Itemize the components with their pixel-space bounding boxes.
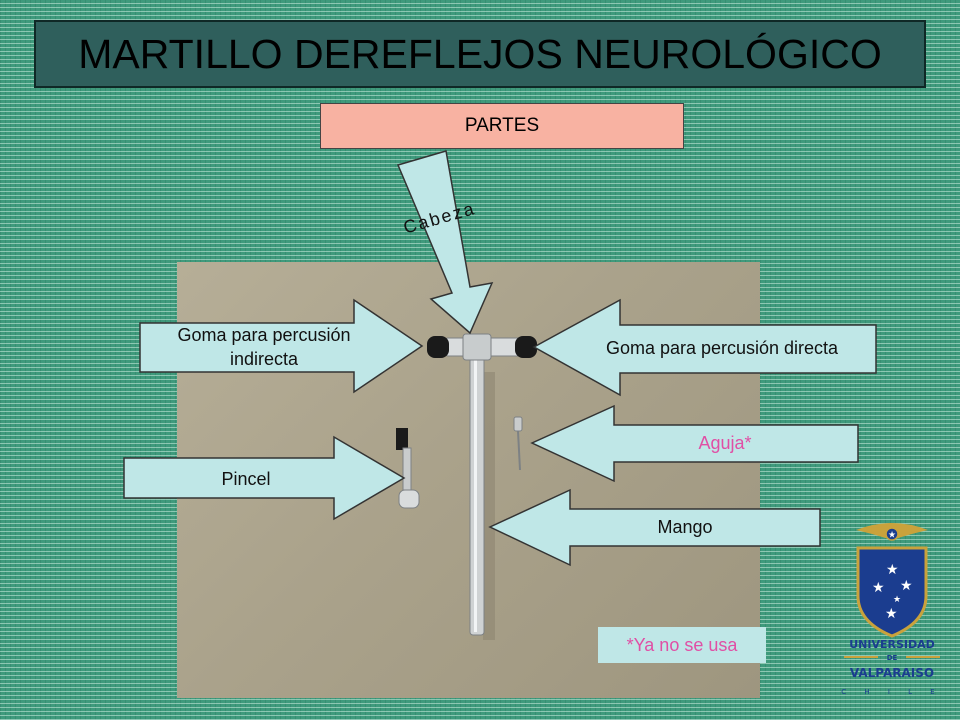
slide-title: MARTILLO DEREFLEJOS NEUROLÓGICO [78,30,882,77]
crest-medallion [885,527,899,541]
crest-star-icon: ★ [888,531,896,541]
hammer-head-center [462,333,492,361]
university-logo: ★ ★ ★ ★ ★ ★ UNIVERSIDAD DE VALPARAISO C … [838,518,946,704]
label-aguja: Aguja* [698,433,752,453]
arrow-goma-directa [532,298,877,397]
footnote: *Ya no se usa [598,627,766,663]
label-goma-indirecta: Goma para percusión indirecta [140,323,388,371]
arrow-pincel [123,435,406,521]
arrow-cabeza [396,150,494,335]
logo-line4: C H I L E [841,688,942,696]
star-icon: ★ [885,606,898,622]
label-mango: Mango [657,517,713,537]
arrow-aguja [530,404,859,483]
star-icon: ★ [893,595,901,605]
arrow-mango [488,488,821,567]
university-logo-graphic: ★ ★ ★ ★ ★ ★ UNIVERSIDAD DE VALPARAISO C … [841,523,942,696]
arrow-goma-indirecta [139,298,424,394]
reflex-hammer-illustration [396,333,537,640]
star-icon: ★ [886,562,899,578]
partes-box: PARTES [320,103,684,149]
label-goma-directa: Goma para percusión directa [605,338,839,358]
brush-cap [398,489,420,509]
hammer-handle-highlight [474,360,477,632]
label-goma-indirecta-line2: indirecta [229,349,299,369]
logo-line2: DE [887,654,898,662]
partes-label: PARTES [464,115,540,136]
rubber-tip-right [515,336,537,358]
star-icon: ★ [900,578,913,594]
rubber-tip-left [427,336,449,358]
label-goma-indirecta-line1: Goma para percusión [177,325,351,345]
brush-bristles [396,428,408,450]
logo-line3: VALPARAISO [850,666,934,680]
hammer-shadow [483,372,495,640]
needle-shaft [517,430,521,471]
logo-line1: UNIVERSIDAD [849,638,935,651]
title-box: MARTILLO DEREFLEJOS NEUROLÓGICO [34,20,926,88]
star-icon: ★ [872,580,885,596]
footnote-text: *Ya no se usa [626,634,738,655]
label-pincel: Pincel [221,469,271,489]
shield-icon [856,546,928,638]
